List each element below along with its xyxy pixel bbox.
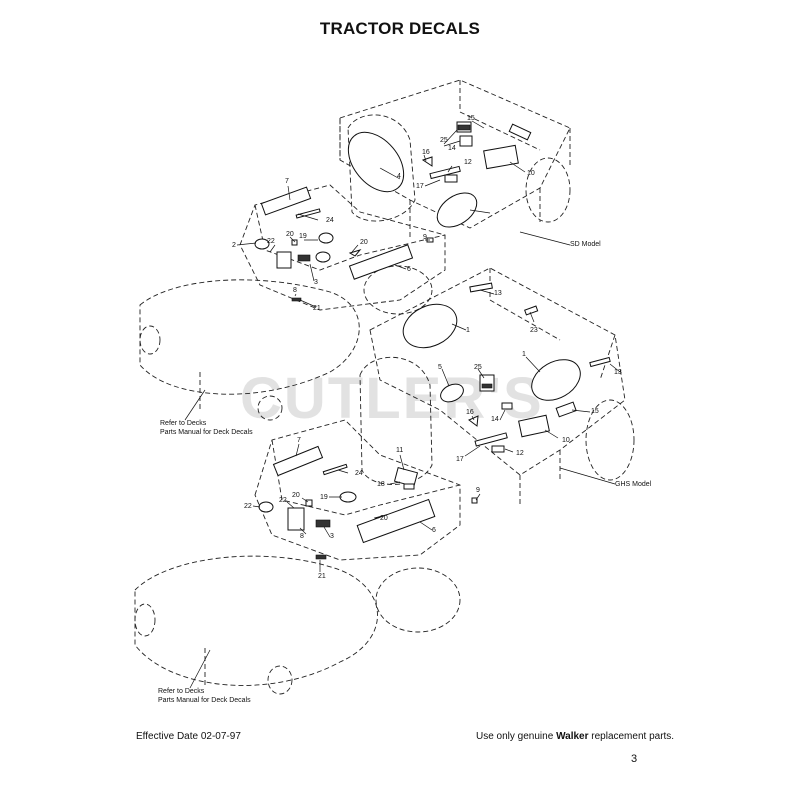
ghs-callout: 19 [320,494,328,501]
sd-callout: 20 [360,239,368,246]
deck-notes: Refer to Decks Parts Manual for Deck Dec… [158,389,253,704]
ghs-tractor-outline [134,267,635,695]
ghs-callout: 16 [466,409,474,416]
ghs-callout: 1 [466,327,470,334]
ghs-callout: 8 [300,533,304,540]
ghs-decals [258,282,611,560]
sd-callout: 21 [313,305,321,312]
sd-callout: 9 [423,234,427,241]
sd-callout: 20 [286,231,294,238]
ghs-callout: 24 [355,470,363,477]
sd-callout: 4 [397,173,401,180]
deck-note-line1: Refer to Decks [158,688,205,695]
genuine-parts-note: Use only genuine Walker replacement part… [476,731,675,742]
sd-callout: 3 [314,279,318,286]
sd-callout: 12 [464,159,472,166]
ghs-callout: 22 [279,497,287,504]
ghs-callout: 5 [438,364,442,371]
sd-callout: 14 [448,145,456,152]
sd-callout: 6 [407,266,411,273]
deck-note-line1: Refer to Decks [160,420,207,427]
ghs-callout: 1 [522,351,526,358]
ghs-callout: 6 [432,527,436,534]
sd-callout: 7 [285,178,289,185]
ghs-callout: 11 [396,447,403,454]
ghs-callout: 23 [530,327,538,334]
ghs-callout: 14 [491,416,499,423]
sd-callout: 16 [422,149,430,156]
ghs-callout: 25 [474,364,482,371]
ghs-callout: 20 [380,515,388,522]
sd-callout: 10 [527,170,535,177]
sd-callouts: 15 25 14 16 12 17 10 4 7 24 2 22 20 19 2… [232,115,601,312]
ghs-callout: 15 [591,408,599,415]
deck-note-line2: Parts Manual for Deck Decals [158,697,251,704]
ghs-callout: 12 [516,450,524,457]
sd-callout: 8 [293,287,297,294]
ghs-model-label: GHS Model [615,481,652,488]
ghs-callout: 18 [377,481,385,488]
ghs-callout: 10 [562,437,570,444]
sd-model-label: SD Model [570,241,601,248]
ghs-callout: 17 [456,456,464,463]
sd-tractor-outline [139,79,571,421]
sd-callout: 25 [440,137,448,144]
ghs-callout: 20 [292,492,300,499]
sd-leaders [236,120,571,308]
sd-decals [254,121,532,302]
effective-date: Effective Date 02-07-97 [136,731,241,742]
page-number: 3 [631,753,638,765]
sd-callout: 2 [232,242,236,249]
ghs-callout: 7 [297,437,301,444]
ghs-callout: 21 [318,573,326,580]
ghs-callout: 22 [244,503,252,510]
sd-callout: 19 [299,233,307,240]
sd-callout: 24 [326,217,334,224]
page-title: TRACTOR DECALS [319,19,481,38]
ghs-callout: 3 [330,533,334,540]
ghs-callout: 13 [494,290,502,297]
sd-callout: 22 [267,238,275,245]
ghs-callouts: 13 1 23 5 25 1 13 16 14 15 10 17 12 7 24… [244,290,652,580]
sd-callout: 15 [467,115,475,122]
ghs-callout: 9 [476,487,480,494]
brand-name: Walker [556,731,589,742]
ghs-leaders [252,289,621,572]
ghs-callout: 13 [614,369,622,376]
deck-note-line2: Parts Manual for Deck Decals [160,429,253,436]
sd-callout: 17 [416,183,424,190]
